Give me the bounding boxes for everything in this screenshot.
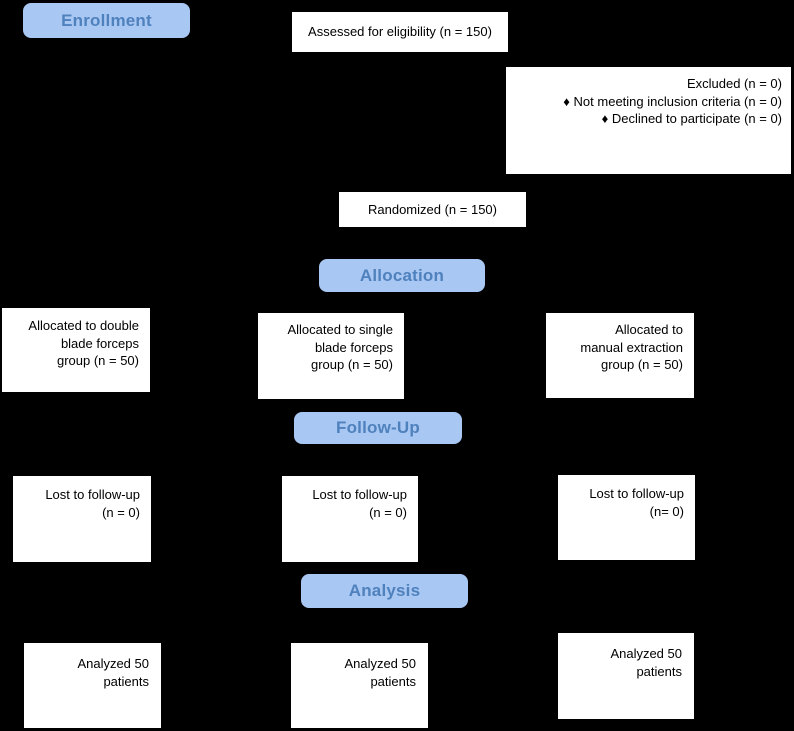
- allocated-manual-extraction-box: Allocated to manual extraction group (n …: [546, 313, 694, 398]
- phase-badge-enrollment: Enrollment: [23, 3, 190, 38]
- allocated-single-blade-box: Allocated to single blade forceps group …: [258, 313, 404, 399]
- phase-badge-follow-up: Follow-Up: [294, 412, 462, 444]
- randomized-box: Randomized (n = 150): [339, 192, 526, 227]
- phase-badge-analysis: Analysis: [301, 574, 468, 608]
- assessed-eligibility-box: Assessed for eligibility (n = 150): [292, 12, 508, 52]
- allocated-double-blade-box: Allocated to double blade forceps group …: [2, 308, 150, 392]
- analyzed-double-blade-box: Analyzed 50 patients: [24, 643, 161, 728]
- lost-followup-double-blade-box: Lost to follow-up (n = 0): [13, 476, 151, 562]
- excluded-box: Excluded (n = 0) ♦ Not meeting inclusion…: [506, 67, 791, 174]
- lost-followup-manual-extraction-box: Lost to follow-up (n= 0): [558, 475, 695, 560]
- analyzed-manual-extraction-box: Analyzed 50 patients: [558, 633, 694, 719]
- lost-followup-single-blade-box: Lost to follow-up (n = 0): [282, 476, 418, 562]
- phase-badge-allocation: Allocation: [319, 259, 485, 292]
- analyzed-single-blade-box: Analyzed 50 patients: [291, 643, 428, 728]
